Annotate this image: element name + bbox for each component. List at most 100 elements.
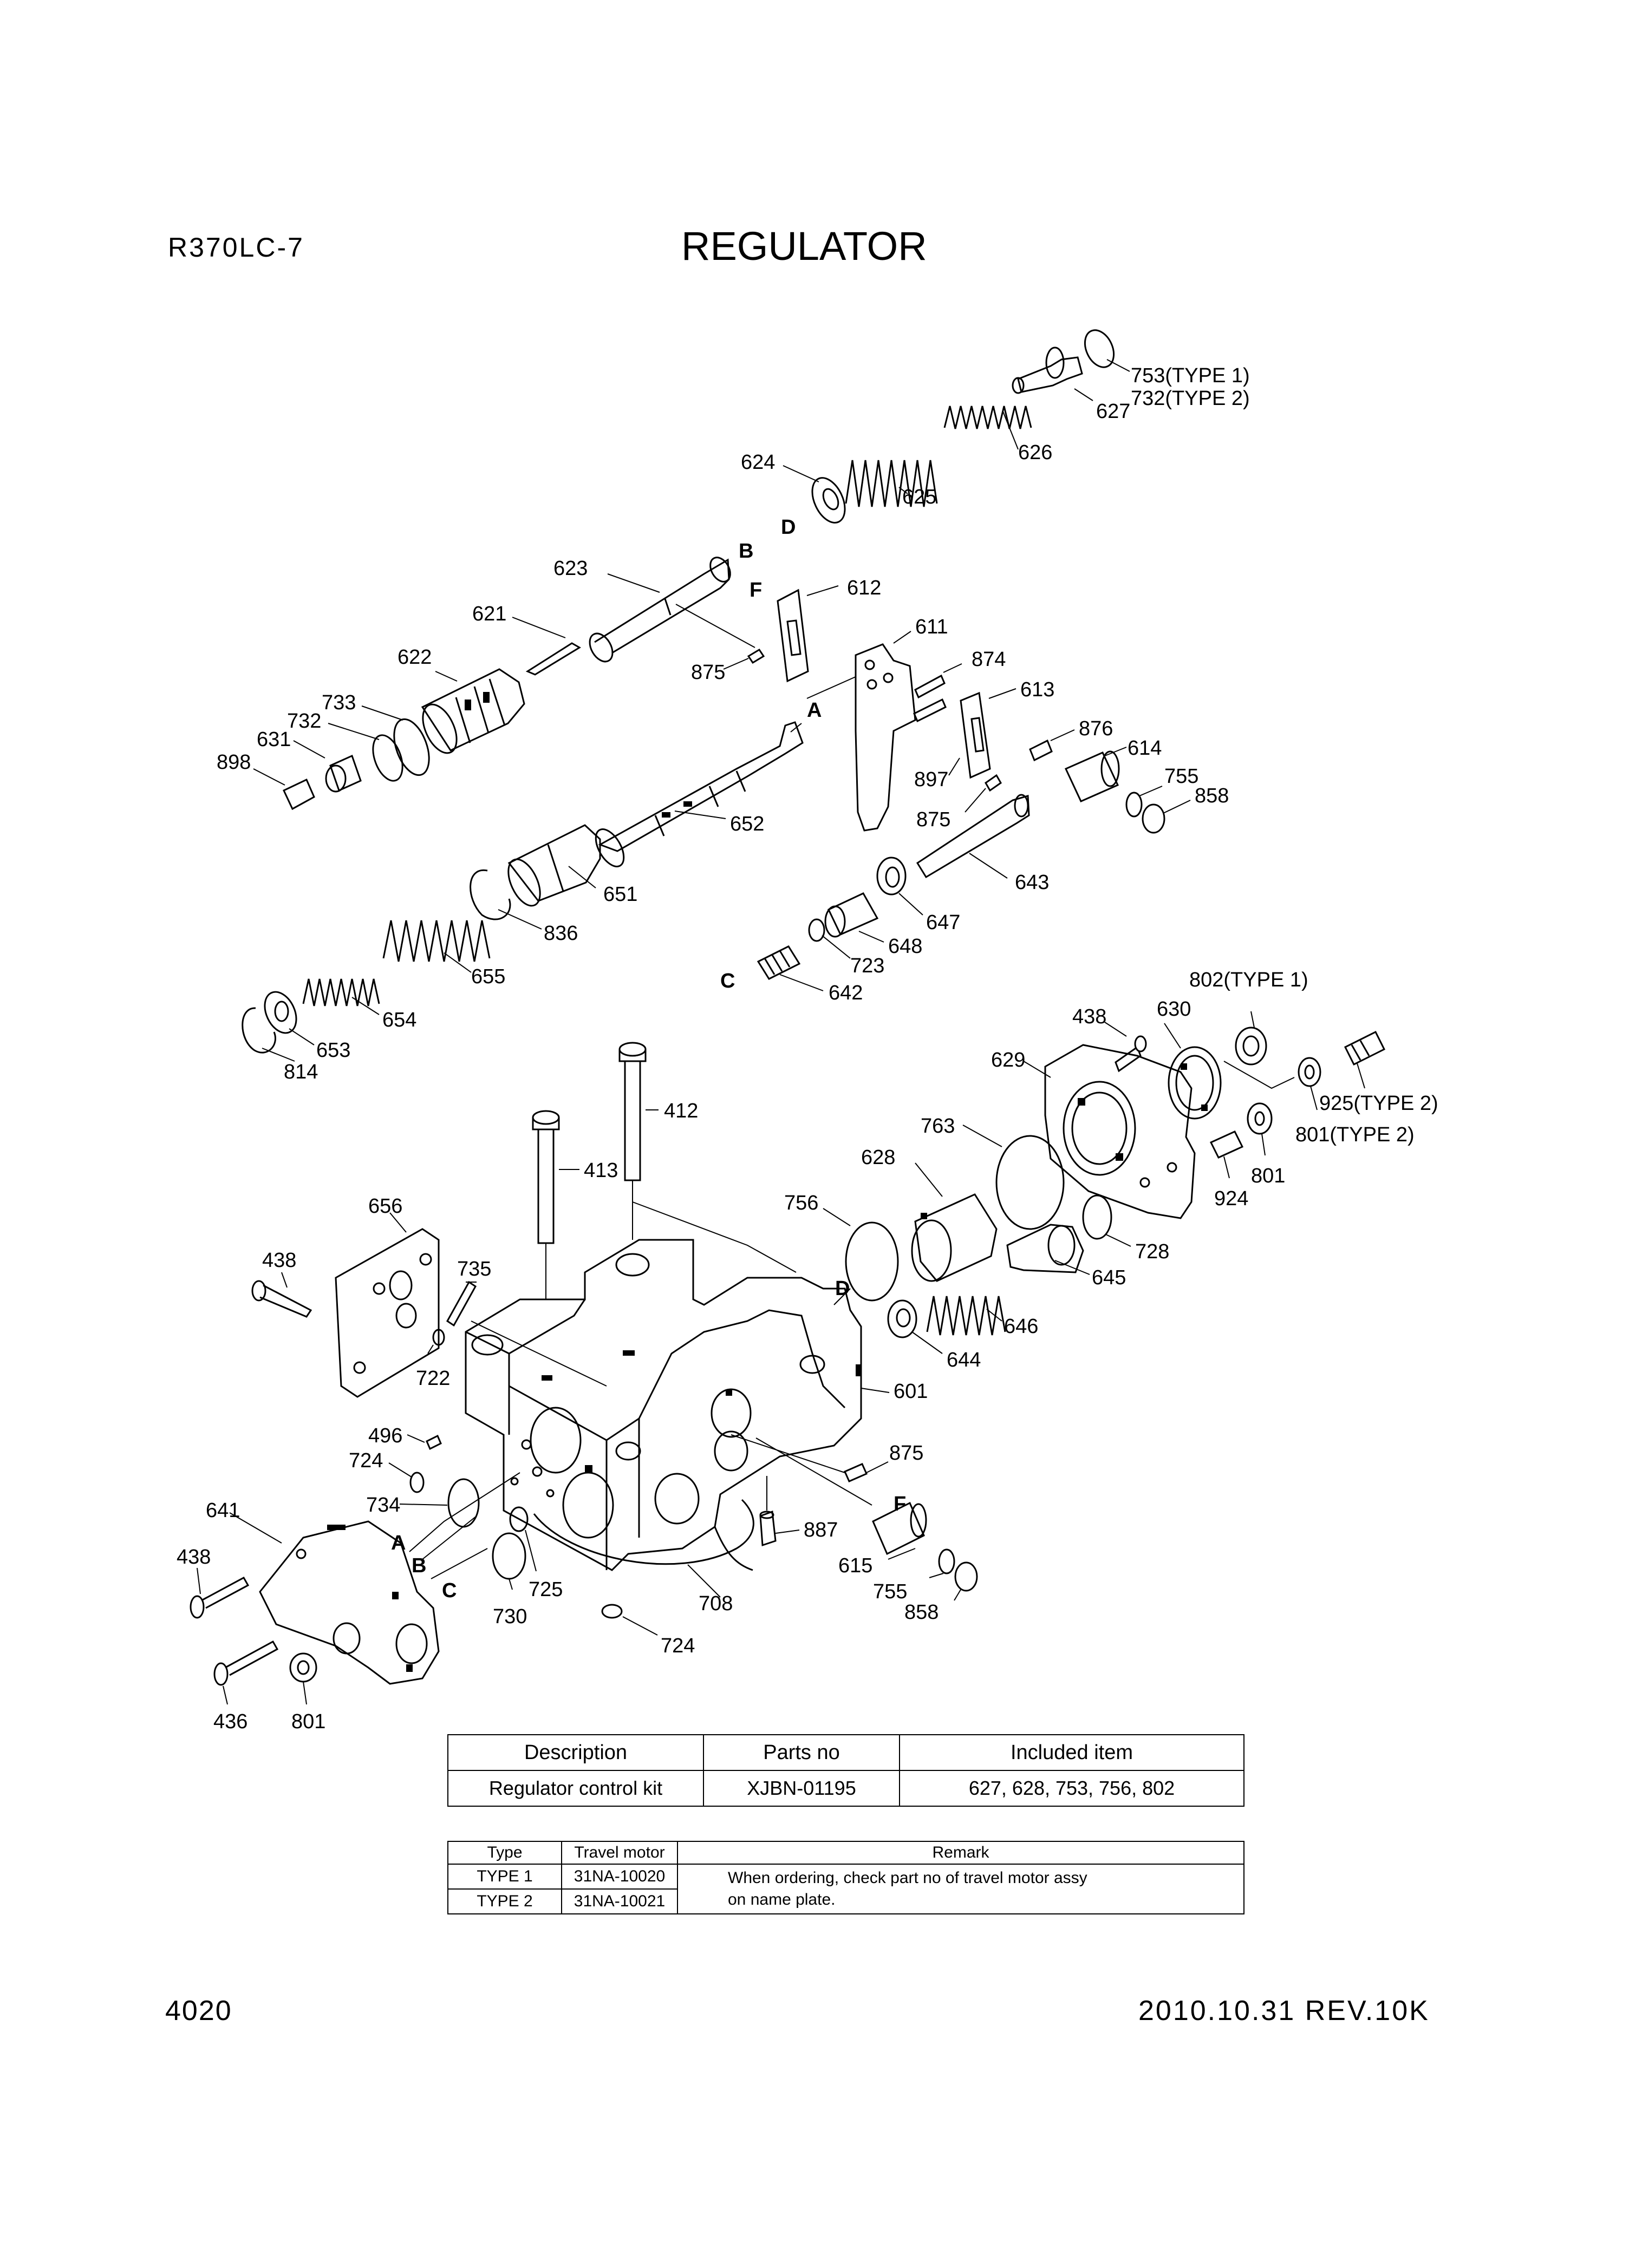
part-436-bolt [213, 1640, 279, 1686]
callout-644: 644 [947, 1349, 981, 1371]
port-label-d-body: D [835, 1277, 850, 1300]
callout-801-type2: 801(TYPE 2) [1295, 1123, 1415, 1146]
kit-table: Description Parts no Included item Regul… [447, 1734, 1244, 1807]
part-723-oring [808, 918, 825, 942]
part-722-oring [432, 1329, 445, 1346]
part-887-pin [759, 1510, 777, 1547]
part-858-snap-ring-lower [954, 1561, 978, 1592]
callout-628: 628 [861, 1146, 895, 1169]
callout-723: 723 [850, 955, 884, 977]
callout-641: 641 [206, 1499, 240, 1522]
callout-801-right: 801 [1251, 1165, 1285, 1187]
part-614-plug [1064, 750, 1120, 802]
callout-438-left: 438 [262, 1249, 296, 1272]
kit-included-items: 627, 628, 753, 756, 802 [899, 1770, 1244, 1807]
kit-description: Regulator control kit [447, 1770, 704, 1807]
callout-730: 730 [493, 1605, 527, 1628]
callout-756: 756 [784, 1192, 818, 1214]
callout-653: 653 [316, 1039, 350, 1062]
part-875-pin-lower [985, 774, 1002, 792]
callout-802-type1: 802(TYPE 1) [1189, 969, 1308, 991]
callout-876: 876 [1079, 717, 1113, 740]
part-725-oring [509, 1506, 529, 1532]
remark-line-1: When ordering, check part no of travel m… [728, 1869, 1087, 1887]
callout-613: 613 [1020, 678, 1054, 701]
part-630-ring [1168, 1046, 1222, 1120]
callout-438-upper-right: 438 [1072, 1005, 1106, 1028]
callout-642: 642 [829, 982, 863, 1004]
callout-875-upper: 875 [691, 661, 725, 684]
part-763-oring [995, 1135, 1065, 1230]
callout-924: 924 [1214, 1187, 1248, 1210]
part-755-oring-lower [938, 1548, 955, 1574]
part-802-washer [1235, 1027, 1267, 1066]
part-733-oring [393, 718, 430, 776]
part-641-cover [259, 1520, 440, 1685]
part-627-plug [1012, 347, 1083, 394]
part-875-pin-right [844, 1463, 868, 1482]
callout-646: 646 [1004, 1315, 1038, 1338]
part-756-oring [845, 1221, 899, 1302]
callout-897: 897 [914, 768, 948, 791]
callout-622: 622 [398, 646, 432, 669]
callout-874: 874 [972, 648, 1006, 671]
part-646-spring [926, 1296, 1006, 1336]
part-438-bolt-upper-right [1115, 1035, 1147, 1073]
callout-724-bottom: 724 [661, 1635, 695, 1657]
callout-436: 436 [213, 1710, 247, 1733]
part-612-plate [777, 589, 809, 683]
callout-645: 645 [1092, 1266, 1126, 1289]
kit-header-included-item: Included item [899, 1734, 1244, 1771]
callout-735: 735 [457, 1258, 491, 1280]
kit-parts-no: XJBN-01195 [703, 1770, 900, 1807]
callout-438-lower: 438 [177, 1546, 211, 1568]
part-858-snap-ring-upper [1142, 803, 1165, 834]
callout-732: 732 [287, 710, 321, 733]
part-644-seat [887, 1299, 917, 1338]
callout-627: 627 [1096, 400, 1130, 423]
callout-615: 615 [838, 1554, 872, 1577]
table-row: TYPE 1 31NA-10020 When ordering, check p… [447, 1864, 1244, 1914]
callout-614: 614 [1128, 737, 1162, 760]
type-cell: TYPE 2 [447, 1888, 562, 1914]
callout-875-right: 875 [889, 1442, 923, 1465]
part-413-bolt [532, 1110, 560, 1244]
callout-625: 625 [902, 486, 936, 508]
type-header-remark: Remark [677, 1841, 1244, 1865]
part-613-plate [960, 691, 991, 779]
remark-line-2: on name plate. [728, 1891, 836, 1908]
part-496-plug [426, 1434, 442, 1450]
part-875-pin-upper [747, 648, 765, 664]
remark-cell: When ordering, check part no of travel m… [677, 1864, 1244, 1914]
callout-875-lower: 875 [916, 808, 950, 831]
part-625-spring [845, 460, 938, 507]
model-number: R370LC-7 [168, 232, 304, 263]
table-row: TYPE 2 31NA-10021 [447, 1888, 1244, 1914]
callout-651: 651 [603, 883, 637, 906]
part-653-seat [264, 991, 297, 1034]
callout-728: 728 [1135, 1240, 1169, 1263]
callout-887: 887 [804, 1519, 838, 1541]
callout-708: 708 [699, 1592, 733, 1615]
port-label-b-body: B [412, 1554, 426, 1577]
part-629-cover [1044, 1044, 1196, 1219]
part-615-plug [872, 1501, 927, 1555]
part-651-spool [507, 824, 601, 907]
type-header-type: Type [447, 1841, 562, 1865]
part-801-nut [1247, 1102, 1273, 1135]
callout-725: 725 [529, 1578, 563, 1601]
callout-654: 654 [382, 1009, 416, 1031]
callout-656: 656 [368, 1195, 402, 1218]
part-601-body [465, 1239, 862, 1571]
callout-814: 814 [284, 1061, 318, 1083]
part-645-plug [1006, 1224, 1084, 1273]
callout-623: 623 [553, 557, 588, 580]
callout-412: 412 [664, 1100, 698, 1122]
part-611-lever [855, 643, 916, 832]
callout-755-upper: 755 [1164, 765, 1198, 788]
callout-655: 655 [471, 965, 505, 988]
callout-722: 722 [416, 1367, 450, 1390]
type-table-header: Type Travel motor Remark [447, 1841, 1244, 1865]
part-631-sleeve [325, 754, 362, 793]
callout-601: 601 [894, 1380, 928, 1403]
